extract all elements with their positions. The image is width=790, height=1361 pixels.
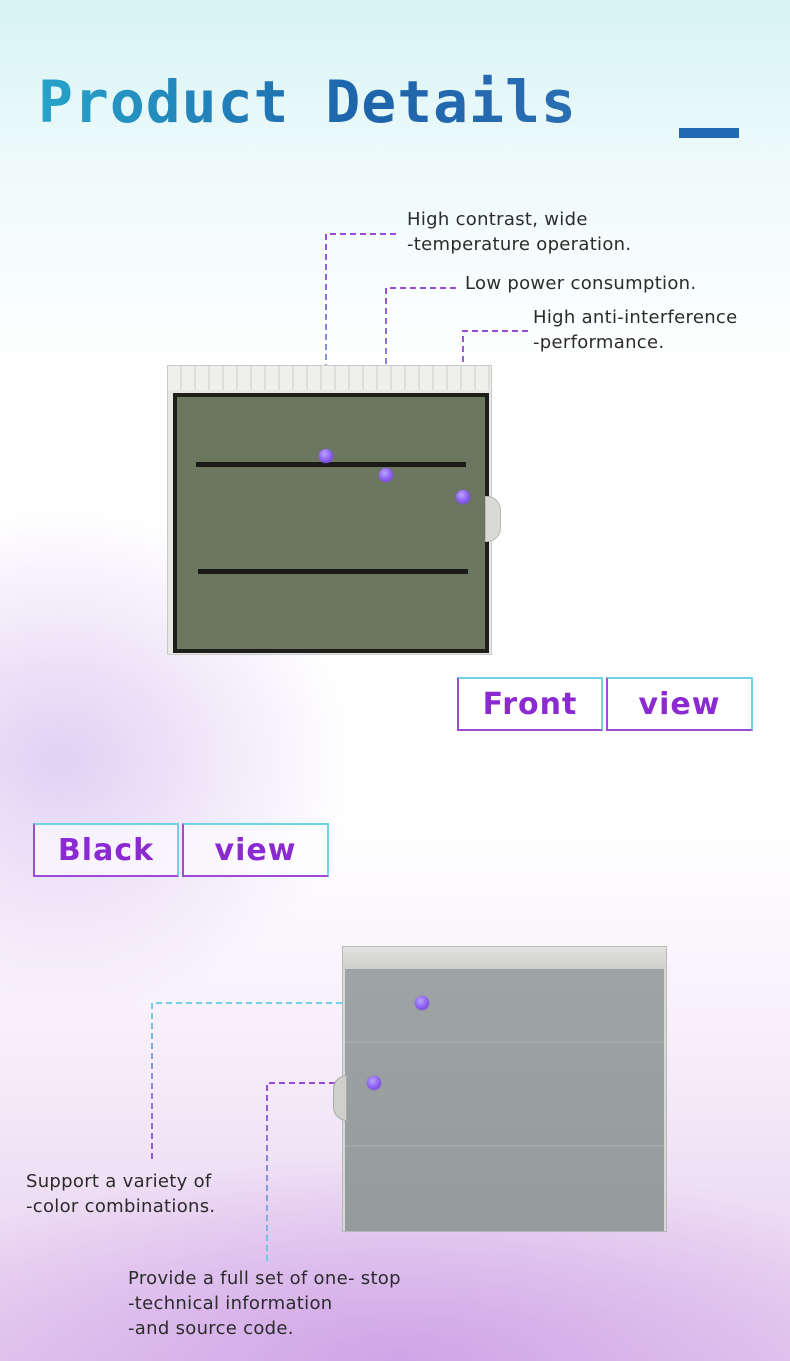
back-view-word-1: Black <box>33 823 179 877</box>
callout-dot <box>379 468 393 482</box>
front-view-word-2: view <box>606 677 753 731</box>
callout-back-technical: Provide a full set of one- stop -technic… <box>128 1268 401 1339</box>
lcd-connector-strip <box>168 366 491 390</box>
callout-dot <box>415 996 429 1010</box>
lcd-back-image <box>333 946 667 1232</box>
panel-line <box>345 1041 664 1043</box>
callout-front-interference: High anti-interference -performance. <box>533 307 738 353</box>
front-view-word-1: Front <box>457 677 603 731</box>
lcd-side-tab <box>485 496 501 542</box>
front-view-label: Front view <box>457 677 753 731</box>
back-view-label: Black view <box>33 823 329 877</box>
callout-dot <box>456 490 470 504</box>
callout-front-contrast: High contrast, wide -temperature operati… <box>407 209 632 255</box>
panel-line <box>345 1145 664 1147</box>
callout-front-power: Low power consumption. <box>465 273 697 294</box>
lcd-connector-strip <box>343 947 666 969</box>
lcd-front-screen <box>173 393 489 653</box>
callout-back-colors: Support a variety of -color combinations… <box>26 1171 216 1217</box>
callout-dot <box>319 449 333 463</box>
lcd-side-tab <box>333 1075 347 1121</box>
page-title: Product Details <box>38 68 577 136</box>
callout-dot <box>367 1076 381 1090</box>
lcd-segment-bar <box>198 569 468 574</box>
title-accent-bar <box>679 128 739 138</box>
lcd-front-image <box>167 365 501 655</box>
back-view-word-2: view <box>182 823 329 877</box>
lcd-back-panel <box>345 969 664 1231</box>
lcd-segment-bar <box>196 462 466 467</box>
